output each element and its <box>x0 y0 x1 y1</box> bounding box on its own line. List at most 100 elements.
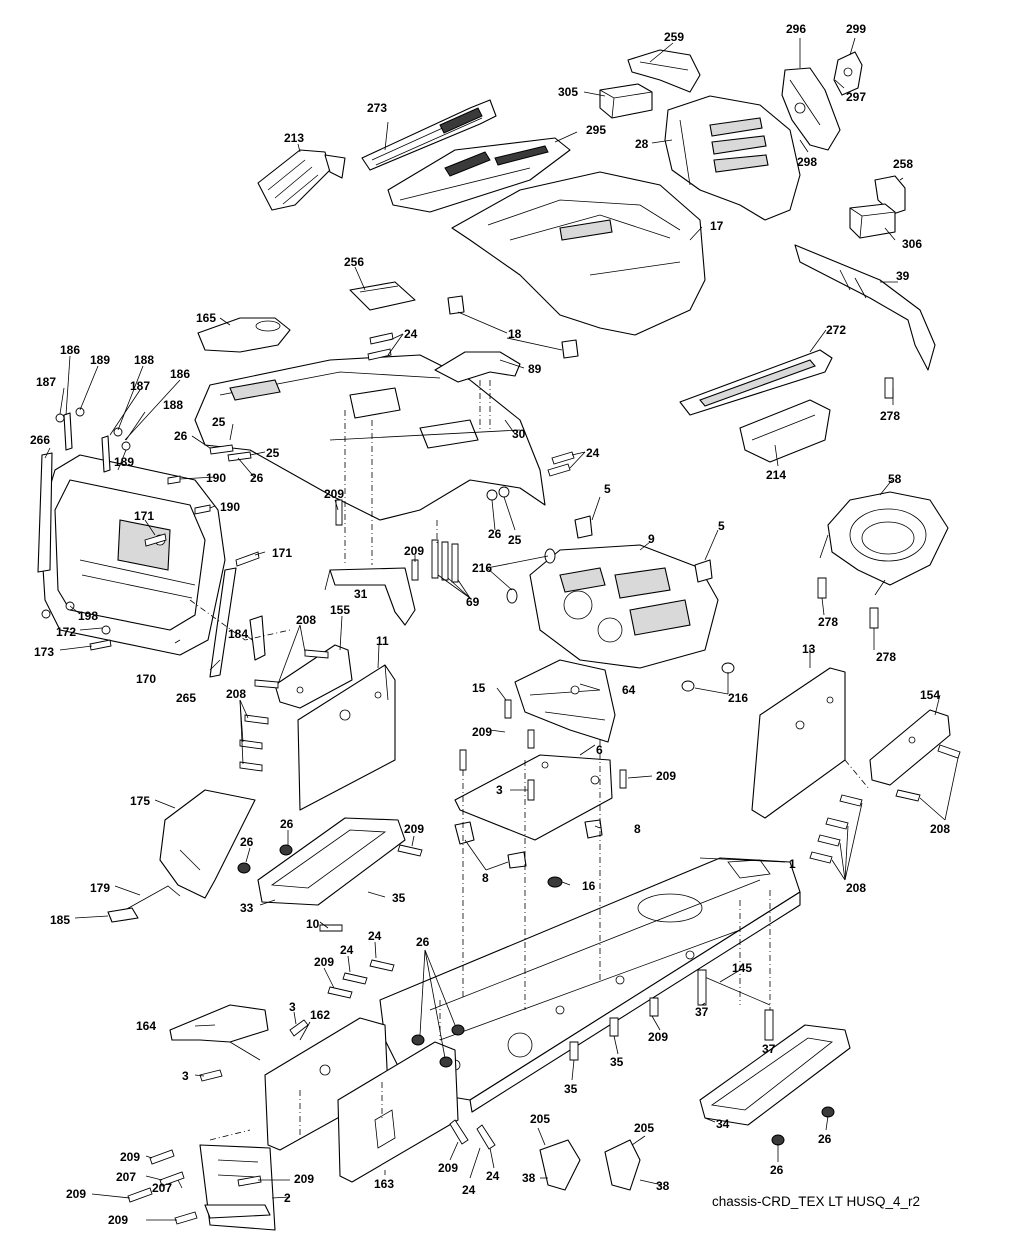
callout-58: 58 <box>888 472 902 486</box>
callout-187a: 187 <box>36 375 56 389</box>
callout-69: 69 <box>466 595 480 609</box>
callout-190b: 190 <box>220 500 240 514</box>
callout-26b: 26 <box>250 471 264 485</box>
callout-35a: 35 <box>392 891 406 905</box>
callout-209d: 209 <box>656 769 676 783</box>
part-179-rod <box>107 885 181 923</box>
callout-8a: 8 <box>634 822 641 836</box>
part-296-headlight-frame <box>781 67 841 151</box>
callout-185: 185 <box>50 913 70 927</box>
callout-11: 11 <box>376 634 389 648</box>
part-30-rear-fender <box>194 354 546 521</box>
callout-24b: 24 <box>586 446 600 460</box>
callout-186b: 186 <box>170 367 190 381</box>
callout-278c: 278 <box>876 650 896 664</box>
callout-3a: 3 <box>496 783 503 797</box>
part-38-205-brackets <box>539 1139 641 1191</box>
callout-25b: 25 <box>266 446 280 460</box>
part-18-clip <box>447 295 579 359</box>
part-13-side-plate <box>751 667 846 819</box>
part-184-latch <box>249 615 266 661</box>
part-33-footrest-left <box>257 817 406 906</box>
callout-26e: 26 <box>240 835 254 849</box>
callout-209f: 209 <box>314 955 334 969</box>
callout-213: 213 <box>284 131 304 145</box>
callout-179: 179 <box>90 881 110 895</box>
callout-17: 17 <box>710 219 724 233</box>
callout-266: 266 <box>30 433 50 447</box>
part-37-145-link <box>697 969 774 1041</box>
callout-163: 163 <box>374 1177 394 1191</box>
part-163-front-plate <box>337 1041 459 1183</box>
callout-188a: 188 <box>134 353 154 367</box>
callout-24c: 24 <box>368 929 382 943</box>
callout-306: 306 <box>902 237 922 251</box>
part-208-bolts-left <box>239 649 329 772</box>
callout-154: 154 <box>920 688 940 702</box>
part-165-seat-pad <box>197 317 291 353</box>
callout-24a: 24 <box>404 327 418 341</box>
callout-208c: 208 <box>930 822 950 836</box>
part-1-main-frame <box>379 857 801 1113</box>
callout-209i: 209 <box>438 1161 458 1175</box>
part-2-front-axle-plate <box>199 1144 276 1231</box>
callout-259: 259 <box>664 30 684 44</box>
callout-31: 31 <box>354 587 368 601</box>
part-265-side-strip <box>209 567 237 678</box>
callout-216a: 216 <box>472 561 492 575</box>
callout-187b: 187 <box>130 379 150 393</box>
callout-26d: 26 <box>280 817 294 831</box>
callout-175: 175 <box>130 794 150 808</box>
callout-205b: 205 <box>634 1121 654 1135</box>
part-164-bracket <box>169 1004 269 1061</box>
callout-24f: 24 <box>462 1183 476 1197</box>
callout-208a: 208 <box>296 613 316 627</box>
callout-9: 9 <box>648 532 655 546</box>
part-295-hood-insert <box>387 137 571 213</box>
part-39-bracket <box>794 244 936 371</box>
part-186-187-188-189-levers <box>55 407 131 473</box>
callout-209h: 209 <box>120 1150 140 1164</box>
callout-25a: 25 <box>212 415 226 429</box>
callouts: 259 305 296 299 297 298 28 273 295 213 2… <box>30 22 950 1227</box>
part-272-grille-mesh <box>679 349 833 416</box>
callout-24e: 24 <box>486 1169 500 1183</box>
callout-26g: 26 <box>818 1132 832 1146</box>
callout-272: 272 <box>826 323 846 337</box>
callout-299: 299 <box>846 22 866 36</box>
leader-lines <box>44 37 959 1221</box>
callout-26h: 26 <box>770 1163 784 1177</box>
callout-298: 298 <box>797 155 817 169</box>
callout-30: 30 <box>512 427 526 441</box>
callout-205a: 205 <box>530 1112 550 1126</box>
callout-305: 305 <box>558 85 578 99</box>
callout-198: 198 <box>78 609 98 623</box>
callout-209k: 209 <box>66 1187 86 1201</box>
part-154-bracket <box>869 709 951 786</box>
part-69-bolts <box>431 539 459 583</box>
part-64-dash-bracket <box>514 659 616 743</box>
callout-296: 296 <box>786 22 806 36</box>
part-305-foam-block <box>599 83 653 119</box>
callout-18: 18 <box>508 327 522 341</box>
callout-208d: 208 <box>846 881 866 895</box>
callout-25c: 25 <box>508 533 522 547</box>
callout-256: 256 <box>344 255 364 269</box>
callout-26c: 26 <box>488 527 502 541</box>
callout-297: 297 <box>846 90 866 104</box>
callout-38b: 38 <box>656 1179 670 1193</box>
callout-190a: 190 <box>206 471 226 485</box>
callout-209j: 209 <box>294 1172 314 1186</box>
callout-1: 1 <box>789 857 796 871</box>
callout-13: 13 <box>802 642 816 656</box>
callout-186a: 186 <box>60 343 80 357</box>
callout-209g: 209 <box>648 1030 668 1044</box>
callout-273: 273 <box>367 101 387 115</box>
part-31-bracket <box>324 567 416 626</box>
callout-184: 184 <box>228 627 248 641</box>
callout-209a: 209 <box>324 487 344 501</box>
callout-208b: 208 <box>226 687 246 701</box>
part-259-badge-top <box>627 49 701 93</box>
callout-171a: 171 <box>134 509 154 523</box>
callout-189a: 189 <box>90 353 110 367</box>
